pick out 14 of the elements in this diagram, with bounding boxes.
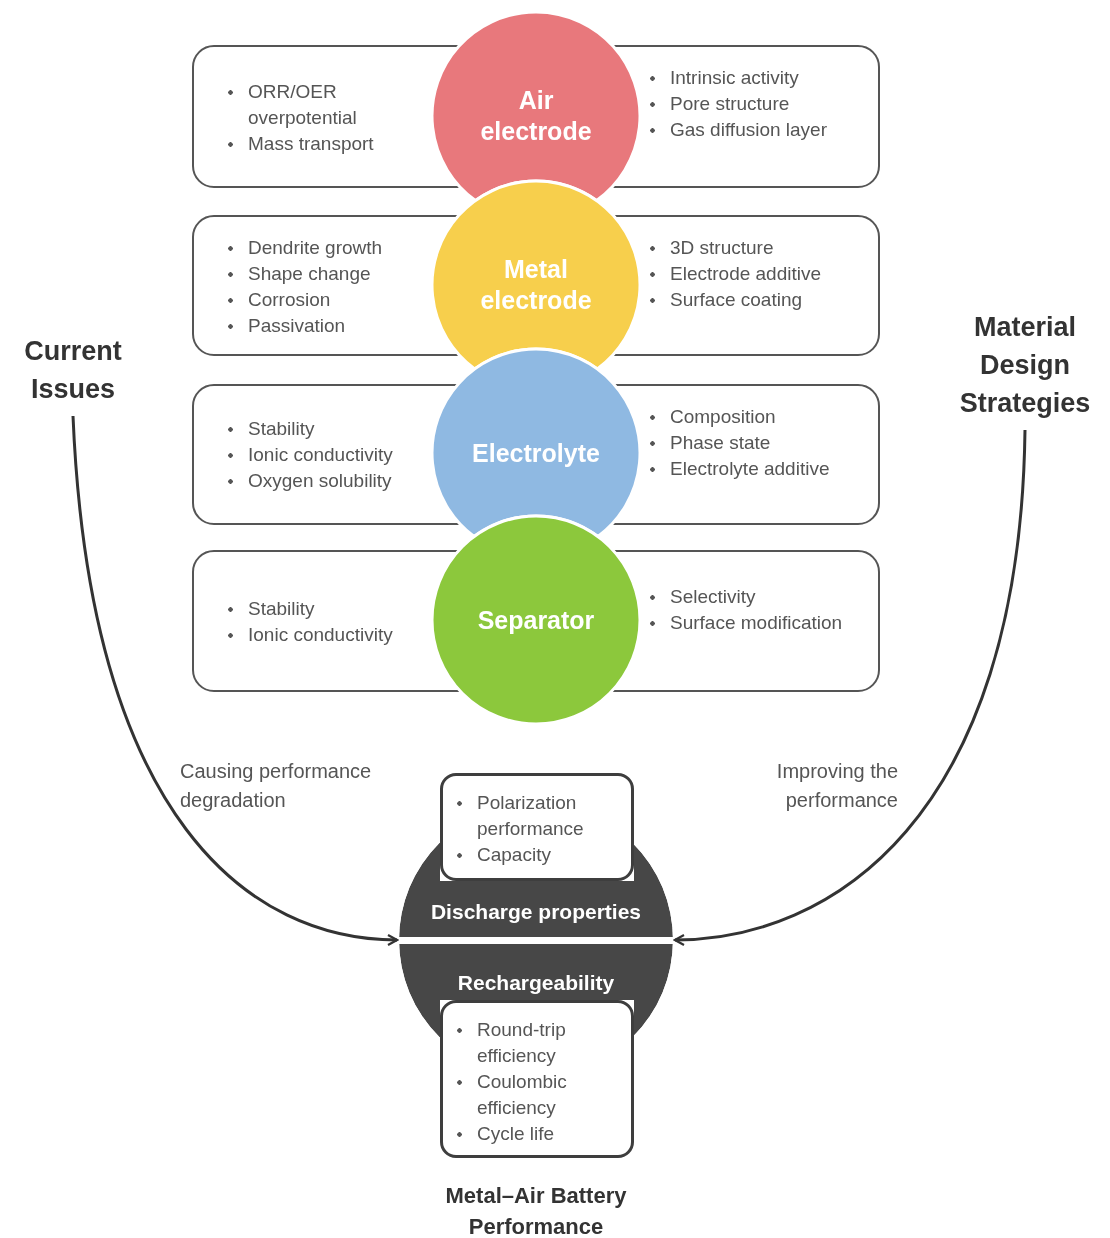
side-heading: Material Design Strategies (958, 311, 1092, 420)
separator-circle (430, 514, 642, 724)
circle-label: Separator (476, 604, 596, 636)
circle-label: Metal electrode (479, 254, 593, 316)
rounded-box (440, 773, 634, 881)
band-label: Discharge properties (430, 899, 642, 925)
rounded-box (440, 1000, 634, 1158)
side-heading: Current Issues (23, 335, 123, 406)
curved-arrow (71, 415, 399, 946)
band-label: Rechargeability (457, 970, 615, 996)
caption-text: Metal–Air Battery Performance (444, 1182, 628, 1238)
circle-label: Electrolyte (471, 437, 601, 469)
curved-arrow (673, 429, 1027, 946)
circle-label: Air electrode (479, 85, 593, 147)
